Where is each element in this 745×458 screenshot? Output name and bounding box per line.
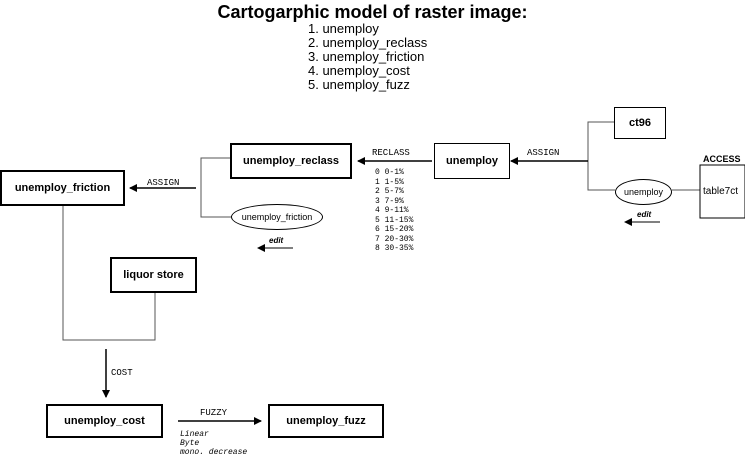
reclass-row: 8 30-35% [375, 244, 414, 253]
reclass-row: 2 5-7% [375, 187, 404, 196]
access-document-shape [699, 164, 745, 219]
node-unemploy-friction: unemploy_friction [0, 170, 125, 206]
step-item: 2. unemploy_reclass [308, 35, 428, 50]
reclass-row: 5 11-15% [375, 215, 414, 225]
steps-list: 1. unemploy 2. unemploy_reclass 3. unemp… [308, 22, 427, 92]
fuzzy-option: mono. decrease [180, 448, 248, 457]
op-assign-left: ASSIGN [147, 178, 180, 188]
fuzzy-option: Byte [180, 439, 200, 448]
fuzzy-option: Linear [180, 430, 209, 439]
oval-unemploy-friction-attr: unemploy_friction [231, 204, 323, 230]
op-fuzzy: FUZZY [200, 408, 228, 418]
fuzzy-options: Linear Byte mono. decrease [180, 430, 247, 457]
op-cost: COST [111, 368, 133, 378]
node-liquor-store: liquor store [110, 257, 197, 293]
reclass-table: 0 0-1% 1 1-5% 2 5-7% 3 7-9% 4 9-11% 5 11… [375, 168, 413, 254]
node-ct96: ct96 [614, 107, 666, 139]
reclass-row: 7 20-30% [375, 234, 414, 244]
op-reclass: RECLASS [372, 148, 410, 158]
edit-label-middle: edit [269, 236, 284, 245]
node-unemploy-fuzz: unemploy_fuzz [268, 404, 384, 438]
step-item: 3. unemploy_friction [308, 49, 425, 64]
oval-unemploy-attr: unemploy [615, 179, 672, 205]
node-unemploy: unemploy [434, 143, 510, 179]
reclass-row: 0 0-1% [375, 168, 404, 177]
reclass-row: 3 7-9% [375, 196, 404, 206]
node-unemploy-cost: unemploy_cost [46, 404, 163, 438]
reclass-row: 4 9-11% [375, 206, 409, 215]
bracket-cost [62, 206, 156, 341]
reclass-row: 1 1-5% [375, 177, 404, 187]
op-assign-top: ASSIGN [527, 148, 560, 158]
reclass-row: 6 15-20% [375, 225, 414, 234]
step-item: 1. unemploy [308, 21, 379, 36]
step-item: 4. unemploy_cost [308, 63, 410, 78]
node-unemploy-reclass: unemploy_reclass [230, 143, 352, 179]
bracket-reclass [200, 157, 231, 218]
edit-label-right: edit [637, 210, 652, 219]
access-label: ACCESS [703, 154, 741, 164]
step-item: 5. unemploy_fuzz [308, 77, 410, 92]
access-table-name: table7ct [703, 186, 739, 197]
diagram-title: Cartogarphic model of raster image: [217, 2, 528, 22]
bracket-ct96 [587, 121, 615, 191]
